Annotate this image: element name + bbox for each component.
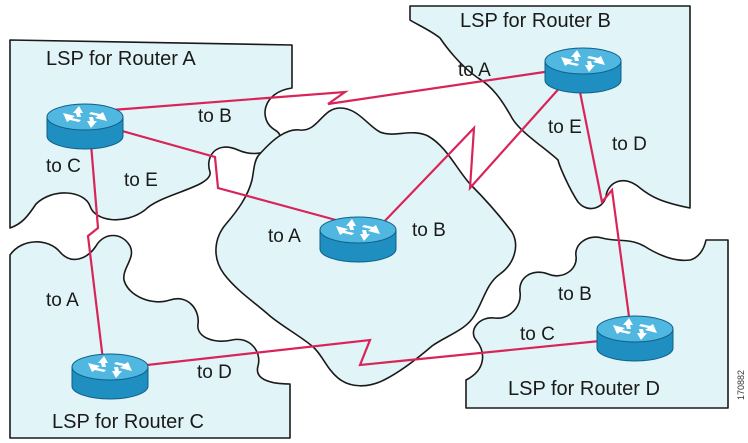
router-icon <box>46 103 124 150</box>
router-c-title: LSP for Router C <box>52 411 204 433</box>
router-e-to-b-label: to B <box>412 220 446 241</box>
router-d-title: LSP for Router D <box>508 378 660 400</box>
router-c-to-a-label: to A <box>46 290 79 311</box>
router-e-to-a-label: to A <box>268 226 301 247</box>
figure-id: 170882 <box>736 370 746 400</box>
router-a-to-c-label: to C <box>46 156 81 177</box>
link-a-b <box>110 68 560 112</box>
router-icon <box>596 315 674 362</box>
router-a-to-b-label: to B <box>198 106 232 127</box>
router-icon <box>544 47 622 94</box>
router-b-title: LSP for Router B <box>460 10 611 32</box>
link-c-d <box>118 338 612 370</box>
link-e-b <box>378 72 574 228</box>
puzzle-piece-router-a <box>9 39 293 229</box>
router-a-title: LSP for Router A <box>46 48 196 70</box>
link-a-e <box>95 122 360 228</box>
puzzle-piece-router-d <box>465 236 729 409</box>
link-a-c <box>86 130 105 362</box>
router-b-to-e-label: to E <box>548 117 582 138</box>
router-b-to-d-label: to D <box>612 134 647 155</box>
router-a-to-e-label: to E <box>124 170 158 191</box>
link-b-d <box>576 80 632 326</box>
router-icon <box>319 216 397 263</box>
router-b-to-a-label: to A <box>458 60 491 81</box>
puzzle-piece-router-b <box>409 5 691 210</box>
router-d-to-c-label: to C <box>520 324 555 345</box>
router-d-to-b-label: to B <box>558 284 592 305</box>
router-icon <box>71 353 149 400</box>
router-c-to-d-label: to D <box>197 362 232 383</box>
